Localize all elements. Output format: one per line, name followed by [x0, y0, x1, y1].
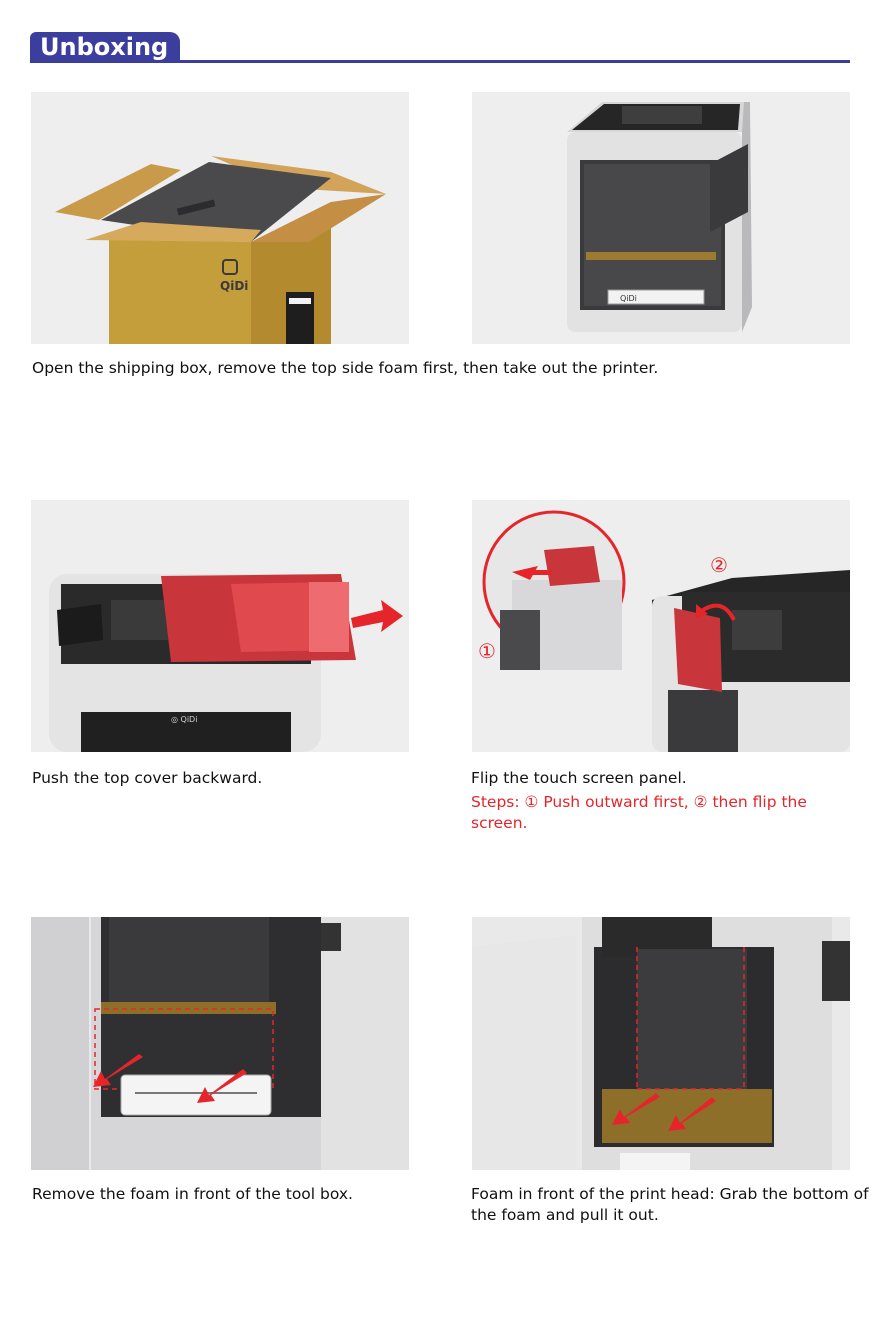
photo-flip-screen: ① ② — [472, 500, 850, 752]
photo-open-box: QiDi — [31, 92, 409, 344]
svg-text:◎ QiDi: ◎ QiDi — [171, 715, 197, 724]
caption-row2-steps: Steps: ① Push outward first, ② then flip… — [471, 793, 807, 832]
caption-row1: Open the shipping box, remove the top si… — [32, 359, 659, 377]
box-logo-text: QiDi — [220, 279, 248, 293]
header-rule — [30, 60, 850, 63]
photo-top-cover: ◎ QiDi — [31, 500, 409, 752]
photo-toolbox-foam — [31, 917, 409, 1170]
printer-brand-text: QiDi — [620, 294, 637, 303]
photo-printer: QiDi — [472, 92, 850, 344]
caption-row3-left: Remove the foam in front of the tool box… — [32, 1185, 353, 1203]
caption-row2-left: Push the top cover backward. — [32, 769, 263, 787]
step-label-one: ① — [478, 639, 496, 663]
section-header: Unboxing — [30, 30, 850, 64]
section-title: Unboxing — [30, 32, 181, 62]
photo-printhead-foam — [472, 917, 850, 1170]
caption-row3-right: Foam in front of the print head: Grab th… — [471, 1185, 869, 1224]
step-label-two: ② — [710, 553, 728, 577]
caption-row2-right: Flip the touch screen panel. — [471, 769, 687, 787]
